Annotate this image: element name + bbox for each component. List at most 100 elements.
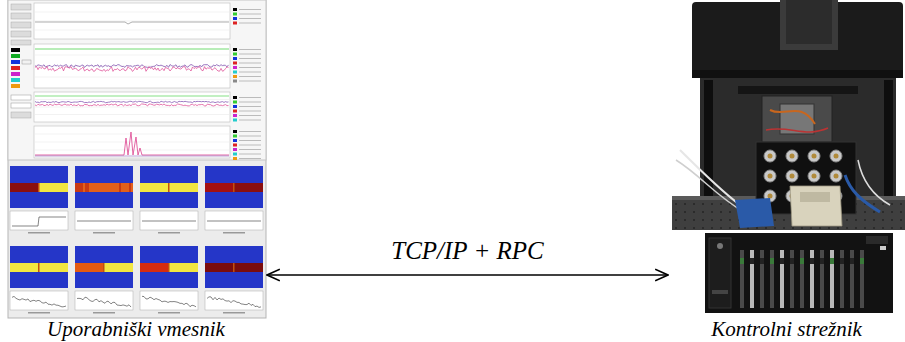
sidebar-buttons [11, 48, 20, 52]
heatmap-panels [79, 183, 81, 192]
expansion-cards [800, 258, 804, 264]
breadboard-holes [900, 203, 902, 205]
heatmap-panels [12, 296, 66, 306]
heatmap-panels [104, 263, 133, 272]
breadboard-holes [846, 227, 848, 229]
bnc-connectors [764, 170, 776, 182]
expansion-cards [860, 250, 864, 308]
expansion-cards [740, 250, 744, 308]
expansion-cards [750, 250, 754, 308]
chart-legends [239, 23, 261, 24]
server-photo [762, 96, 832, 142]
ui-screenshot [8, 0, 266, 318]
sidebar-buttons [11, 72, 20, 76]
expansion-cards [830, 250, 834, 308]
bnc-connectors [790, 174, 795, 179]
breadboard-holes [900, 227, 902, 229]
expansion-cards [830, 258, 834, 264]
server-photo [790, 186, 842, 226]
chart-legends [239, 18, 261, 19]
heatmap-panels [99, 183, 101, 192]
heatmap-panels [28, 312, 50, 314]
server-photo [800, 192, 830, 202]
heatmap-panels [75, 263, 104, 272]
heatmap-panels [140, 246, 198, 288]
chart-legends [239, 131, 261, 132]
bnc-connectors [768, 174, 773, 179]
signal-charts [34, 44, 230, 88]
breadboard-holes [837, 227, 839, 229]
chart-legends [233, 101, 237, 104]
sidebar-buttons [11, 4, 31, 10]
breadboard-holes [729, 211, 731, 213]
heatmap-panels [205, 211, 263, 230]
heatmap-panels [77, 297, 131, 307]
chart-gridlines [35, 55, 229, 56]
heatmap-panels [125, 183, 127, 192]
chart-legends [239, 115, 261, 116]
breadboard-holes [684, 219, 686, 221]
heatmap-panels [39, 183, 68, 192]
chart-legends [239, 140, 261, 141]
bnc-connectors [768, 194, 773, 199]
heatmap-panels [38, 263, 40, 272]
breadboard-holes [873, 211, 875, 213]
heatmap-panels [111, 183, 113, 192]
expansion-cards [840, 258, 844, 264]
expansion-cards [780, 258, 784, 264]
chart-legends [239, 72, 261, 73]
bnc-connectors [812, 154, 817, 159]
server-photo [705, 233, 893, 313]
breadboard-holes [864, 211, 866, 213]
heatmap-panels [131, 183, 133, 192]
server-photo [738, 86, 858, 94]
chart-legends [239, 158, 261, 159]
sidebar-buttons [11, 54, 20, 58]
chart-legends [233, 57, 237, 60]
bnc-connectors [764, 150, 776, 162]
heatmap-panels [205, 291, 263, 310]
breadboard-holes [783, 219, 785, 221]
heatmap-panels [223, 232, 245, 234]
heatmap-panels [140, 166, 198, 208]
breadboard-holes [855, 219, 857, 221]
signal-traces [35, 104, 229, 106]
breadboard-holes [765, 227, 767, 229]
chart-legends [233, 119, 237, 122]
server-photo [858, 160, 890, 205]
server-photo [712, 290, 728, 294]
heatmap-panels [223, 312, 245, 314]
chart-legends [233, 139, 237, 142]
breadboard-holes [702, 219, 704, 221]
chart-legends [239, 76, 261, 77]
chart-legends [233, 157, 237, 160]
heatmap-panels [207, 297, 261, 308]
chart-gridlines [35, 30, 229, 31]
bnc-connectors [786, 170, 798, 182]
heatmap-panels [117, 183, 119, 192]
signal-traces [35, 22, 229, 24]
signal-charts [34, 3, 230, 39]
chart-legends [239, 54, 261, 55]
breadboard-holes [873, 203, 875, 205]
heatmap-panels [87, 183, 89, 192]
signal-traces [35, 132, 229, 155]
breadboard-holes [882, 227, 884, 229]
heatmap-panels [10, 166, 68, 208]
heatmap-panels [205, 166, 263, 208]
server-photo [786, 0, 832, 44]
chart-gridlines [35, 114, 229, 115]
expansion-cards [740, 258, 744, 264]
heatmap-panels [39, 263, 68, 272]
chart-gridlines [35, 99, 229, 100]
heatmap-panels [121, 183, 123, 192]
chart-legends [239, 14, 261, 15]
breadboard-holes [711, 211, 713, 213]
bnc-connectors [830, 170, 842, 182]
breadboard-holes [774, 227, 776, 229]
chart-legends [239, 102, 261, 103]
chart-legends [239, 97, 261, 98]
chart-legends [233, 22, 237, 25]
breadboard-holes [900, 219, 902, 221]
breadboard-holes [684, 227, 686, 229]
